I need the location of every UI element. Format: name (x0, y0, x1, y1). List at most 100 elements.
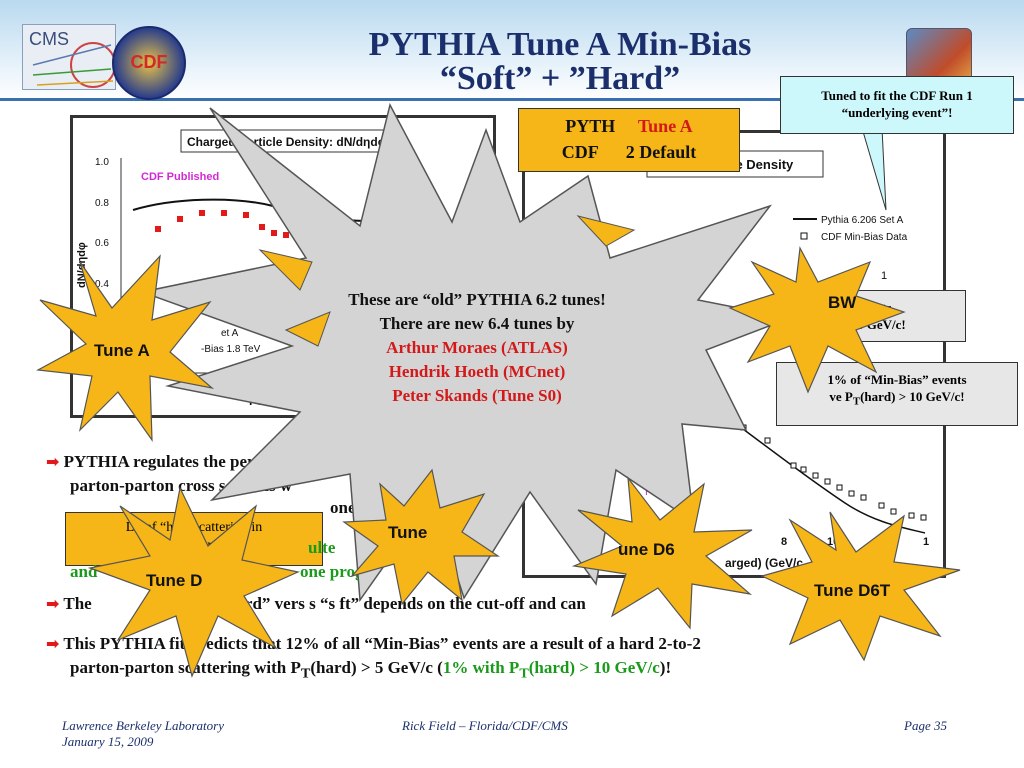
burst-line-3: Arthur Moraes (ATLAS) (386, 338, 568, 357)
star-point (284, 311, 331, 347)
data-point (860, 494, 867, 501)
footer-author: Rick Field – Florida/CDF/CMS (402, 718, 568, 733)
tune-mid-star (342, 468, 500, 606)
bullet3-green2: (hard) > 10 GeV/c (528, 658, 660, 677)
data-point (848, 490, 855, 497)
data-point (259, 224, 265, 230)
tune-a-star (36, 254, 215, 442)
data-point (812, 472, 819, 479)
bullet1-line3: one (330, 498, 356, 517)
data-point (243, 212, 249, 218)
data-point (283, 232, 289, 238)
data-point (920, 514, 927, 521)
slide-title: PYTHIA Tune A Min-Bias “Soft” + ”Hard” (300, 28, 820, 96)
tune-a-label: Tune A (94, 341, 150, 360)
bullet2-c: s “s (309, 594, 336, 613)
bullet3-sub1: T (300, 665, 311, 682)
tune-mid-label: Tune (388, 523, 427, 542)
footer-page: Page 35 (904, 718, 947, 733)
gray2-line2-end: (hard) > 10 GeV/c! (860, 389, 965, 404)
tune-d6t-label: Tune D6T (814, 581, 891, 600)
data-point (221, 210, 227, 216)
pythia-box-l2b: 2 Default (625, 142, 697, 162)
gray2-sub: T (852, 395, 861, 408)
tune-d6-label: une D6 (618, 540, 675, 559)
tune-bw-star (728, 246, 906, 394)
bullet3-line2a: parton-parton scattering with P (70, 658, 301, 677)
left-ytick: 0.6 (95, 238, 109, 249)
data-point (908, 512, 915, 519)
bullet2-e: the cut-off and can (449, 594, 586, 613)
title-line-2: “Soft” + ”Hard” (439, 60, 681, 97)
tune-d-label: Tune D (146, 571, 202, 590)
bullet3-green1: 1% with P (442, 658, 520, 677)
star-point (576, 215, 636, 247)
bullet2-a: The (63, 594, 92, 613)
bullet-arrow-icon: ➡ (46, 634, 60, 653)
tune-d6t-star (760, 511, 961, 662)
data-point (764, 437, 771, 444)
right-xtick: 8 (781, 536, 787, 548)
cms-logo-graphic (32, 42, 115, 88)
left-legend-2: -Bias 1.8 TeV (201, 344, 261, 355)
pythia-box-l1a: PYTH (565, 116, 616, 136)
bullet2-d: ft” depends on (339, 594, 446, 613)
data-point (890, 508, 897, 515)
bullet3-sub2: T (519, 665, 529, 682)
bullet1-line1: PYTHIA regulates the perturb (63, 452, 287, 471)
tune-d-star (87, 486, 300, 678)
tune-d6-star (571, 475, 753, 630)
data-point (800, 466, 807, 473)
callout-line-1: Tuned to fit the CDF Run 1 (821, 88, 973, 103)
footer-date: January 15, 2009 (62, 734, 154, 749)
star-point (258, 249, 313, 291)
data-point (878, 502, 885, 509)
left-ytick: 1.0 (95, 157, 109, 168)
footer-left: Lawrence Berkeley Laboratory January 15,… (62, 718, 224, 750)
data-point (199, 210, 205, 216)
callout-line-2: “underlying event”! (841, 105, 953, 120)
bullet3-line1: This PYTHIA fit predicts that 12% of all… (63, 634, 701, 653)
cdf-published-label: CDF Published (141, 171, 219, 183)
data-point (177, 216, 183, 222)
callout-pointer (861, 128, 887, 211)
data-point (824, 478, 831, 485)
bullet3-end: )! (659, 658, 672, 677)
legend-marker-swatch (800, 232, 808, 240)
cms-logo-text: CMS (29, 29, 69, 49)
bullet3-line2b: (hard) > 5 GeV/c ( (310, 658, 443, 677)
header-rule (0, 98, 1024, 101)
tuned-callout: Tuned to fit the CDF Run 1 “underlying e… (780, 76, 1014, 134)
bullet1-line4: ulte (308, 538, 336, 557)
bullet-arrow-icon: ➡ (46, 452, 60, 471)
pythia-box-l2a: CDF (561, 142, 599, 162)
data-point (271, 230, 277, 236)
right-xlabel: arged) (GeV/c (725, 556, 803, 570)
burst-line-4: Hendrik Hoeth (MCnet) (388, 362, 566, 381)
cdf-logo-text: CDF (130, 52, 168, 72)
right-xtick: 1 (923, 536, 929, 548)
bullet1-line5a: and (70, 562, 98, 581)
bullet-3: ➡ This PYTHIA fit predicts that 12% of a… (46, 634, 1021, 682)
left-ytick: 0.8 (95, 198, 109, 209)
burst-line-1: These are “old” PYTHIA 6.2 tunes! (348, 290, 606, 309)
cms-logo: CMS (22, 24, 116, 90)
bullet-arrow-icon: ➡ (46, 594, 60, 613)
right-legend-b: CDF Min-Bias Data (821, 232, 908, 243)
cdf-logo: CDF (112, 26, 186, 100)
title-line-1: PYTHIA Tune A Min-Bias (368, 26, 752, 63)
burst-text: These are “old” PYTHIA 6.2 tunes! There … (300, 288, 654, 408)
left-legend-1: et A (221, 328, 239, 339)
burst-line-2: There are new 6.4 tunes by (379, 314, 575, 333)
data-point (790, 462, 797, 469)
left-ytick: 0.4 (95, 279, 109, 290)
right-side-mark: 1 (881, 270, 887, 282)
gray2-line2: ve P (829, 389, 853, 404)
right-legend-a: Pythia 6.206 Set A (821, 215, 904, 226)
pythia-default-box: PYTH Tune A CDF 2 Default (518, 108, 740, 172)
data-point (155, 226, 161, 232)
pythia-box-l1b: Tune A (637, 116, 693, 136)
data-point (836, 484, 843, 491)
footer-lab: Lawrence Berkeley Laboratory (62, 718, 224, 733)
